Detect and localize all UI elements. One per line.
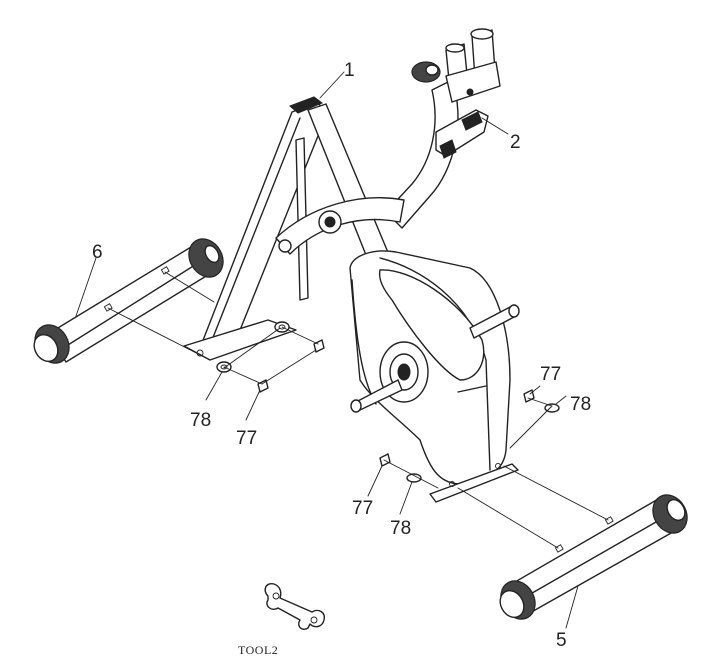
callout-washer-78-right-bottom: 78	[390, 518, 411, 539]
callout-part-1: 1	[344, 60, 355, 81]
callout-nut-77-right-bottom: 77	[352, 498, 373, 519]
callout-part-6: 6	[92, 242, 103, 263]
leader-lines	[75, 71, 579, 629]
assembly-guides	[107, 271, 609, 549]
callout-nut-77-right-top: 77	[540, 364, 561, 385]
tool-label: TOOL2	[238, 643, 278, 657]
washer-78	[406, 473, 422, 483]
bike-frame	[183, 28, 501, 361]
front-stabilizer	[499, 494, 688, 620]
callout-washer-78-right-top: 78	[570, 394, 591, 415]
flywheel-housing	[349, 250, 520, 503]
callout-part-2: 2	[510, 132, 521, 153]
wrench-icon	[264, 582, 326, 630]
callout-part-5: 5	[556, 630, 567, 651]
nut-77	[379, 453, 391, 467]
callout-nut-77-left: 77	[236, 428, 257, 449]
rear-stabilizer	[33, 238, 224, 364]
callout-washer-78-left: 78	[190, 410, 211, 431]
